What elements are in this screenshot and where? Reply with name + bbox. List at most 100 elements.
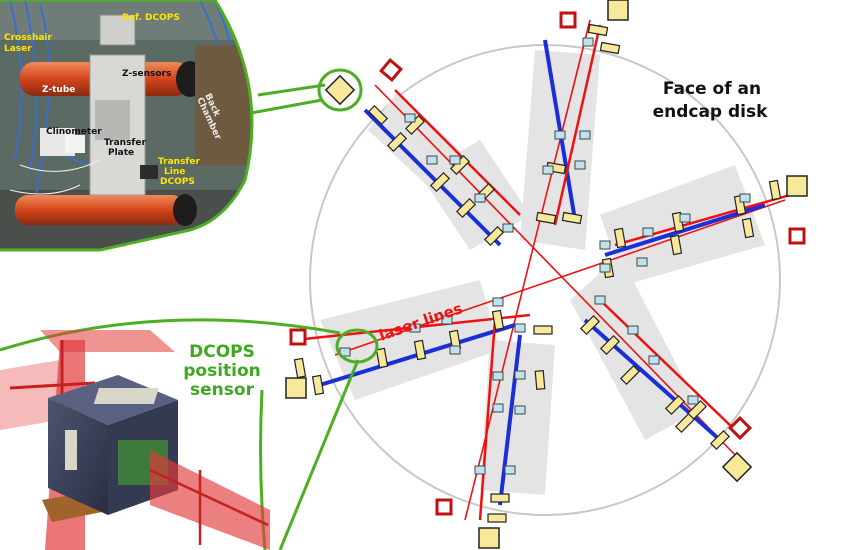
dcops-sensor xyxy=(533,325,553,335)
dcops-sensor-render xyxy=(0,330,270,550)
light-sensor xyxy=(739,193,751,203)
light-sensor xyxy=(642,227,654,237)
light-sensor xyxy=(599,263,611,273)
dcops-sensor xyxy=(311,374,325,396)
endpiece-marker xyxy=(285,377,307,399)
photo-label-transfer-plate-1: Transfer xyxy=(104,138,146,148)
dcops-sensor xyxy=(741,217,755,239)
photo-label-clinometer: Clinometer xyxy=(46,127,102,137)
callout-circle-sensor xyxy=(335,328,379,364)
dcops-sensor xyxy=(490,493,510,503)
light-sensor xyxy=(404,113,416,123)
dcops-sensor xyxy=(664,394,686,416)
sensor-label-line-2: position xyxy=(183,361,261,381)
dcops-sensor xyxy=(375,347,389,369)
light-sensor xyxy=(514,323,526,333)
disk-title-line-1: Face of an xyxy=(663,79,761,99)
laser-segment xyxy=(614,193,791,247)
dcops-sensor xyxy=(487,513,507,523)
photo-label-transfer-line-1: Transfer xyxy=(158,157,200,167)
photo-label-transfer-plate-2: Plate xyxy=(108,148,134,158)
dcops-sensor xyxy=(674,412,696,434)
light-sensor xyxy=(574,160,586,170)
photo-label-crosshair-2: Laser xyxy=(4,44,32,54)
light-sensor xyxy=(449,155,461,165)
light-sensor xyxy=(579,130,591,140)
laser-segment xyxy=(394,89,521,216)
light-sensor xyxy=(582,37,594,47)
light-sensor xyxy=(599,240,611,250)
endpiece-marker xyxy=(786,175,808,197)
transfer-line-beam xyxy=(543,39,577,221)
laser-segment xyxy=(478,319,497,521)
light-sensor xyxy=(627,325,639,335)
light-sensor xyxy=(426,155,438,165)
light-sensor xyxy=(492,297,504,307)
light-sensor xyxy=(409,323,421,333)
photo-label-ref-dcops: Ref. DCOPS xyxy=(122,13,180,23)
photo-label-z-sensors: Z-sensors xyxy=(122,69,171,79)
dcops-sensor xyxy=(619,364,641,386)
light-sensor xyxy=(648,355,660,365)
dcops-sensor xyxy=(491,309,505,331)
light-sensor xyxy=(441,315,453,325)
dcops-sensor xyxy=(534,370,546,390)
dcops-sensor xyxy=(413,339,427,361)
transfer-line-beam xyxy=(583,318,722,442)
light-sensor xyxy=(474,465,486,475)
light-sensor xyxy=(474,193,486,203)
dcops-sensor xyxy=(768,179,782,201)
transfer-line-beam xyxy=(363,108,502,247)
reference-endpieces xyxy=(285,0,808,549)
light-sensor xyxy=(502,223,514,233)
dcops-sensor xyxy=(386,131,408,153)
dcops-sensor xyxy=(613,227,627,249)
dcops-sensor xyxy=(367,104,389,126)
dcops-sensor xyxy=(535,211,557,225)
photo-inset-border xyxy=(0,0,254,252)
endpiece-marker xyxy=(478,527,500,549)
reference-box xyxy=(727,415,753,441)
light-sensor xyxy=(492,403,504,413)
light-sensor xyxy=(449,345,461,355)
callout-circle-top xyxy=(317,68,363,112)
dcops-sensors xyxy=(293,23,782,523)
dcops-sensor xyxy=(599,334,621,356)
disk-title-line-2: endcap disk xyxy=(653,102,769,122)
reference-box xyxy=(788,227,806,245)
reference-box xyxy=(559,11,577,29)
light-sensor xyxy=(492,371,504,381)
photo-label-transfer-line-2: Line xyxy=(164,167,185,177)
light-sensor xyxy=(636,257,648,267)
endpiece-marker xyxy=(721,451,753,483)
reference-box xyxy=(289,328,307,346)
light-sensor xyxy=(594,295,606,305)
dcops-sensor xyxy=(561,211,583,225)
dcops-sensor xyxy=(669,234,683,256)
dcops-sensor xyxy=(587,23,609,37)
light-sensor xyxy=(679,213,691,223)
endpiece-marker xyxy=(607,0,629,21)
light-sensor xyxy=(554,130,566,140)
laser-segment xyxy=(553,24,602,226)
sensor-label-line-1: DCOPS xyxy=(189,342,255,362)
dcops-sensor xyxy=(483,225,505,247)
light-sensor xyxy=(542,165,554,175)
endpiece-marker xyxy=(324,74,356,106)
photo-label-z-tube: Z-tube xyxy=(42,85,75,95)
sensor-label-line-3: sensor xyxy=(190,380,255,400)
laser-segment xyxy=(599,299,736,431)
reference-box xyxy=(435,498,453,516)
reference-box xyxy=(379,58,403,82)
chamber-sector xyxy=(520,50,600,250)
dcops-sensor xyxy=(709,429,731,451)
tube-end-cap-lower xyxy=(173,194,197,226)
light-sensor xyxy=(514,370,526,380)
photo-label-transfer-line-3: DCOPS xyxy=(160,177,195,187)
dcops-sensor xyxy=(579,314,601,336)
dcops-sensor xyxy=(293,357,307,379)
light-sensor xyxy=(504,465,516,475)
transfer-line-beam xyxy=(498,334,522,506)
light-sensor xyxy=(514,405,526,415)
